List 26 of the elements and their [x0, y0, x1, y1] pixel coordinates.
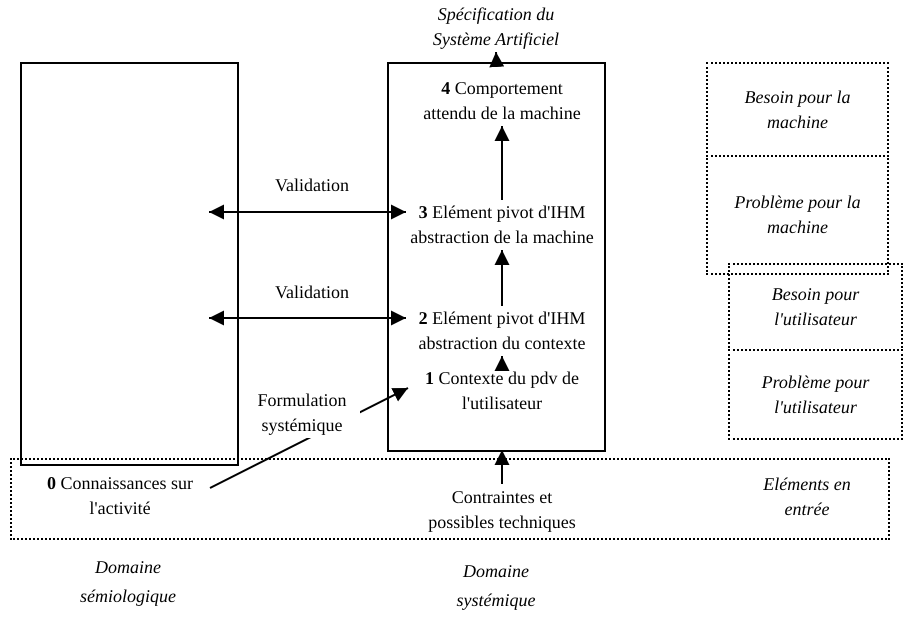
step-text: 1 Contexte du pdv de l'utilisateur [424, 367, 580, 415]
problem-box [706, 155, 889, 275]
domain-box [387, 62, 606, 452]
box-label: Besoin pour l'utilisateur [770, 283, 860, 331]
box-label: Problème pour la machine [733, 191, 862, 239]
arrow [494, 250, 510, 306]
box-label: Eléments en entrée [762, 473, 852, 521]
domain-caption: Domaine systémique [456, 560, 536, 612]
domain-box [20, 62, 239, 466]
arrow [209, 204, 406, 220]
arrow [209, 310, 406, 326]
box-label: Problème pour l'utilisateur [760, 370, 870, 418]
step-text: 2 Elément pivot d'IHM abstraction du contexte [418, 307, 586, 355]
step-text: 4 Comportement attendu de la machine [422, 77, 582, 125]
need-box [728, 263, 903, 351]
arrow [494, 356, 510, 371]
output-text: Spécification du Système Artificiel [432, 3, 560, 51]
box-label: Besoin pour la machine [744, 86, 852, 134]
arrow [494, 450, 510, 484]
arrow [494, 126, 510, 200]
input-band [10, 458, 890, 540]
input-text: Contraintes et possibles techniques [427, 486, 577, 534]
arrow [489, 52, 504, 68]
step-text: 3 Elément pivot d'IHM abstraction de la machine [409, 201, 595, 249]
domain-caption: Domaine sémiologique [79, 556, 177, 608]
input-text: 0 Connaissances sur l'activité [46, 472, 194, 520]
